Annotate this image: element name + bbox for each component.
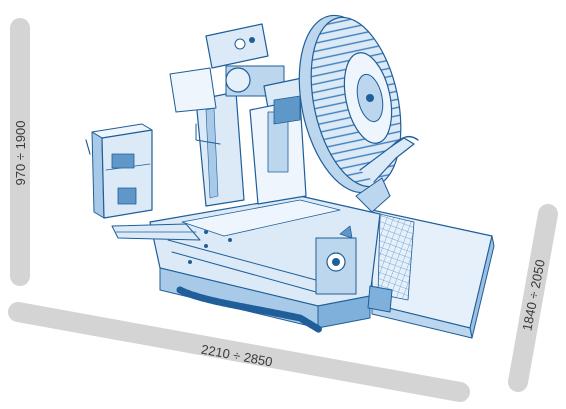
height-dimension: 970 ÷ 1900	[10, 18, 30, 286]
side-platform	[371, 209, 495, 339]
truck-tyre-changer-illustration	[85, 14, 495, 339]
width-dimension: 2210 ÷ 2850	[8, 302, 470, 402]
height-dimension-bar	[10, 18, 30, 286]
machine-base	[149, 195, 381, 334]
machine-column	[169, 23, 285, 207]
support-block	[367, 285, 393, 313]
mounting-tool	[355, 135, 419, 213]
width-dimension-bar	[8, 302, 470, 402]
control-unit	[85, 123, 153, 219]
height-dimension-label: 970 ÷ 1900	[13, 121, 28, 186]
depth-dimension-bar	[508, 204, 558, 392]
depth-dimension: 1840 ÷ 2050	[508, 204, 558, 392]
front-arm	[111, 223, 201, 241]
